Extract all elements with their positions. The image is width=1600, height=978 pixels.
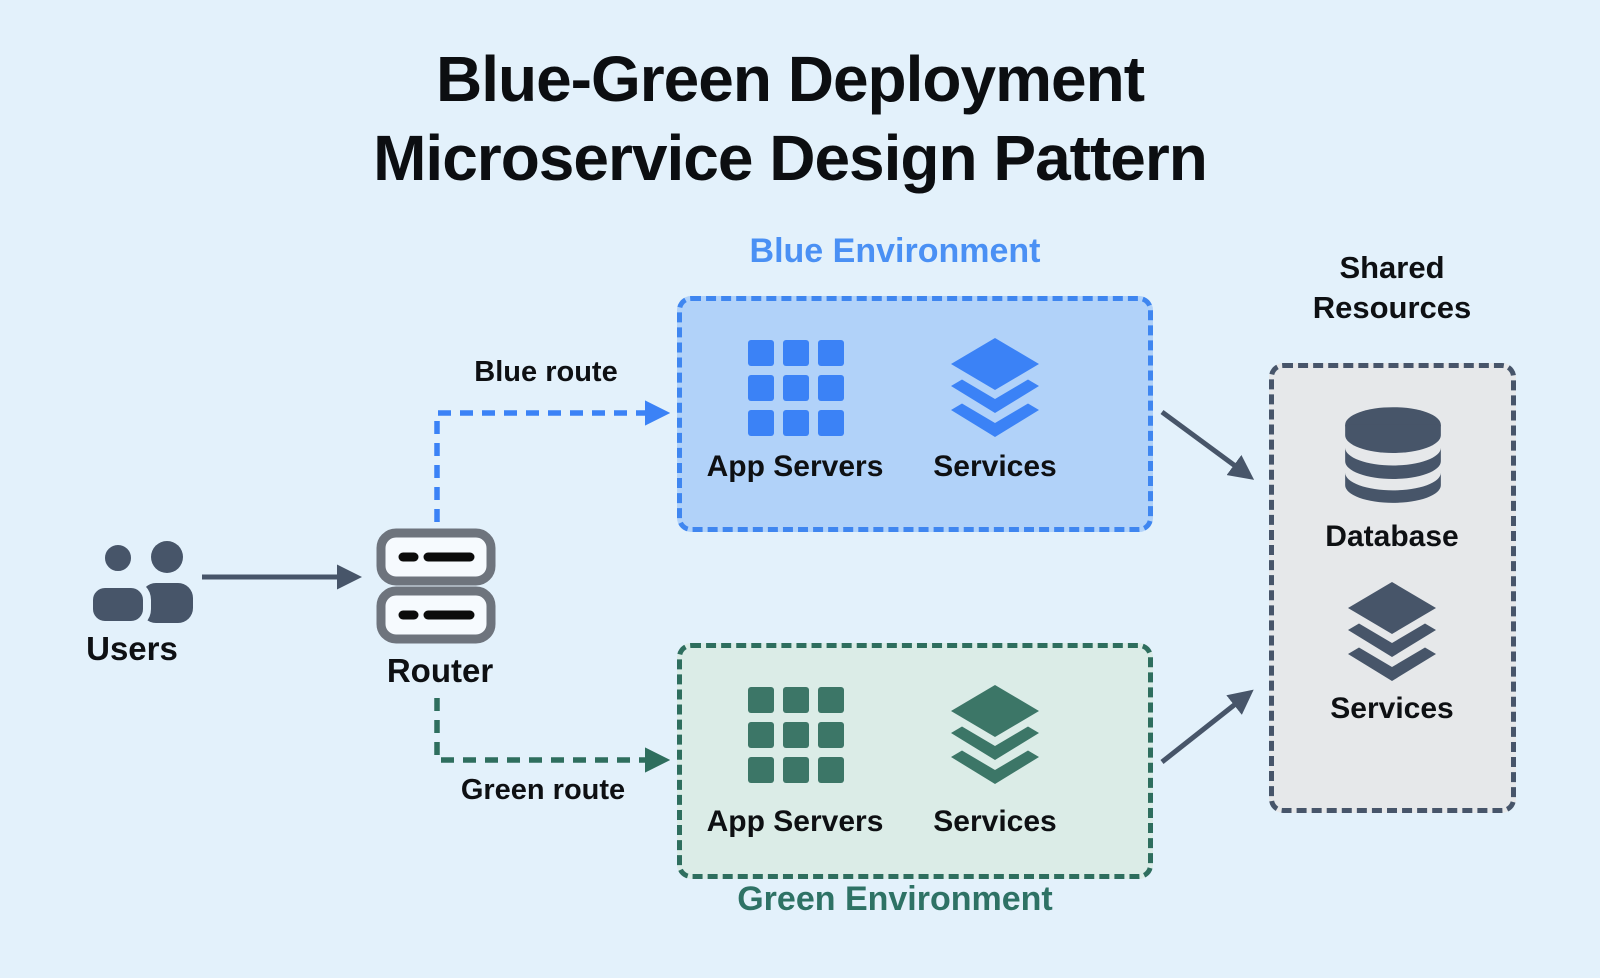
app-grid-icon [748,687,844,783]
shared-resources-title-line1: Shared [1339,250,1445,285]
green-app-servers-label: App Servers [706,805,884,838]
layers-icon [945,683,1045,787]
blue-environment-title: Blue Environment [749,232,1041,270]
users-label: Users [86,630,178,667]
blue-route-label: Blue route [474,356,618,388]
arrow-blue-to-shared [1160,409,1255,480]
router-label: Router [386,652,494,689]
shared-database-label: Database [1325,520,1459,553]
layers-icon [945,336,1045,440]
blue-route-line [434,400,671,522]
router-icon [376,528,496,644]
green-route-line [434,698,671,773]
page-title-line1: Blue-Green Deployment [435,43,1145,115]
shared-resources-title-line2: Resources [1312,290,1472,325]
database-icon [1341,402,1445,506]
users-icon [84,536,196,630]
green-route-label: Green route [460,774,626,806]
shared-services-label: Services [1330,692,1454,725]
page-title: Blue-Green Deployment Microservice Desig… [0,40,1580,198]
blue-services-label: Services [933,450,1057,483]
shared-resources-title: Shared Resources [1282,248,1502,328]
green-environment-title: Green Environment [737,880,1053,918]
blue-app-servers-label: App Servers [706,450,884,483]
arrow-green-to-shared [1160,689,1254,764]
app-grid-icon [748,340,844,436]
layers-icon [1342,580,1442,684]
green-services-label: Services [933,805,1057,838]
page-title-line2: Microservice Design Pattern [373,122,1208,194]
